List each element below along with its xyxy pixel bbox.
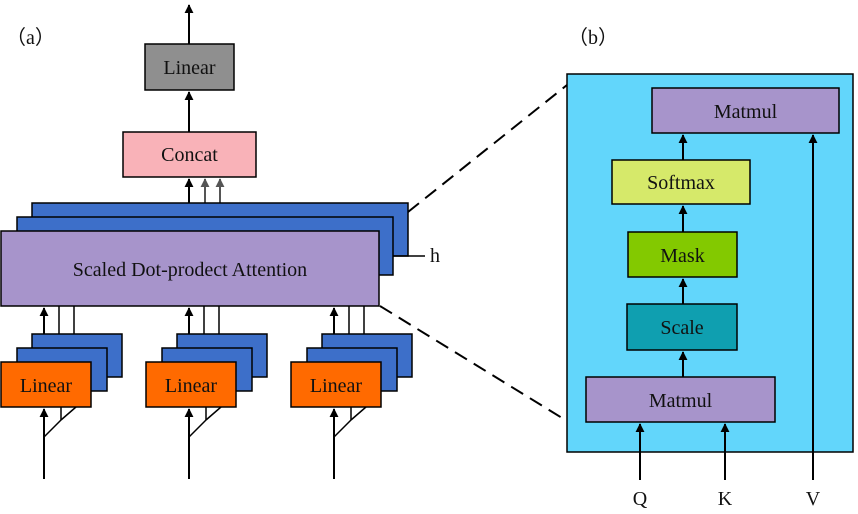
output-linear-block: Linear [144,43,235,91]
input-linear-label-1: Linear [20,375,73,397]
matmul-bottom-label: Matmul [649,390,713,412]
scale-label: Scale [660,317,703,339]
output-linear-label: Linear [163,57,216,79]
input-linear-group-3: Linear [290,306,413,479]
softmax-label: Softmax [647,172,715,194]
panel-b-label: （b） [568,26,618,49]
attention-label: Scaled Dot-prodect Attention [73,259,307,281]
input-linear-label-3: Linear [310,375,363,397]
matmul-bottom-block: Matmul [585,376,776,423]
scale-block: Scale [626,303,738,351]
matmul-top-block: Matmul [651,87,840,134]
mask-block: Mask [627,231,738,278]
q-label: Q [633,488,648,510]
input-linear-label-2: Linear [165,375,218,397]
concat-block: Concat [122,131,257,178]
zoom-line-top [407,84,568,213]
attention-block: Scaled Dot-prodect Attention [0,230,380,307]
softmax-block: Softmax [611,159,751,205]
mask-label: Mask [660,245,704,267]
concat-label: Concat [161,144,218,166]
heads-label: h [430,245,440,267]
matmul-top-label: Matmul [714,101,778,123]
v-label: V [806,488,821,510]
k-label: K [718,488,733,510]
panel-a-label: （a） [6,26,55,49]
input-linear-group-1: Linear [0,306,123,479]
input-linear-group-2: Linear [145,306,268,479]
zoom-line-bottom [379,305,568,422]
